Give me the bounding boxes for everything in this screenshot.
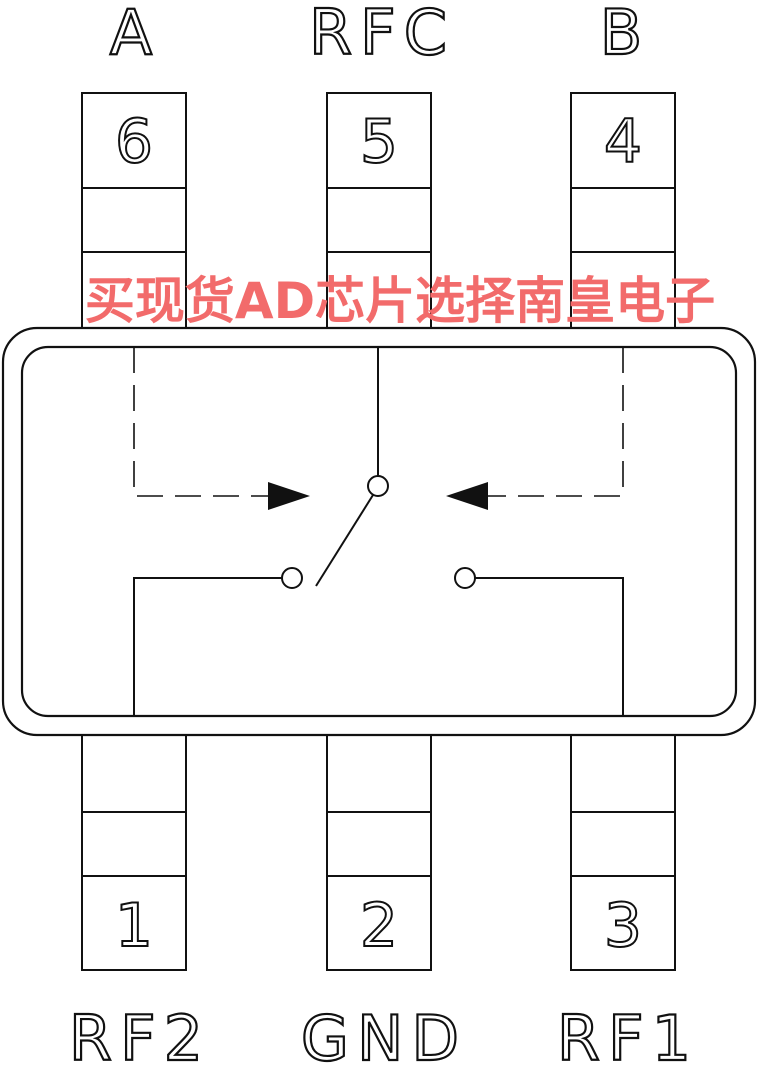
pin-label-a: A [110,0,160,69]
control-arrow-left [446,482,488,510]
pin-label-b: B [600,0,651,69]
pin-label-rfc: RFC [309,0,455,69]
pin-number-1: 1 [115,891,153,961]
pin-label-rf1: RF1 [557,1002,699,1068]
rf1-contact-node [454,567,476,589]
pin-number-3: 3 [604,891,642,961]
pin-label-gnd: GND [301,1002,467,1068]
pin-5: 5 [326,92,432,336]
pin-label-rf2: RF2 [69,1002,211,1068]
rf2-contact-node [281,567,303,589]
pin-3: 3 [570,731,676,971]
pin-number-4: 4 [604,107,642,177]
control-arrow-right [268,482,310,510]
pin-1: 1 [81,731,187,971]
watermark-text: 买现货AD芯片选择南皇电子 [85,272,715,330]
pin-number-2: 2 [360,891,398,961]
switch-pivot-node [367,475,389,497]
pin-2: 2 [326,731,432,971]
rf2-line [133,577,282,716]
pin-number-6: 6 [115,107,153,177]
switch-arm [315,494,374,587]
pin-number-5: 5 [360,107,398,177]
control-line-a [133,347,268,497]
rf1-line [475,577,624,716]
control-line-b [488,347,624,497]
